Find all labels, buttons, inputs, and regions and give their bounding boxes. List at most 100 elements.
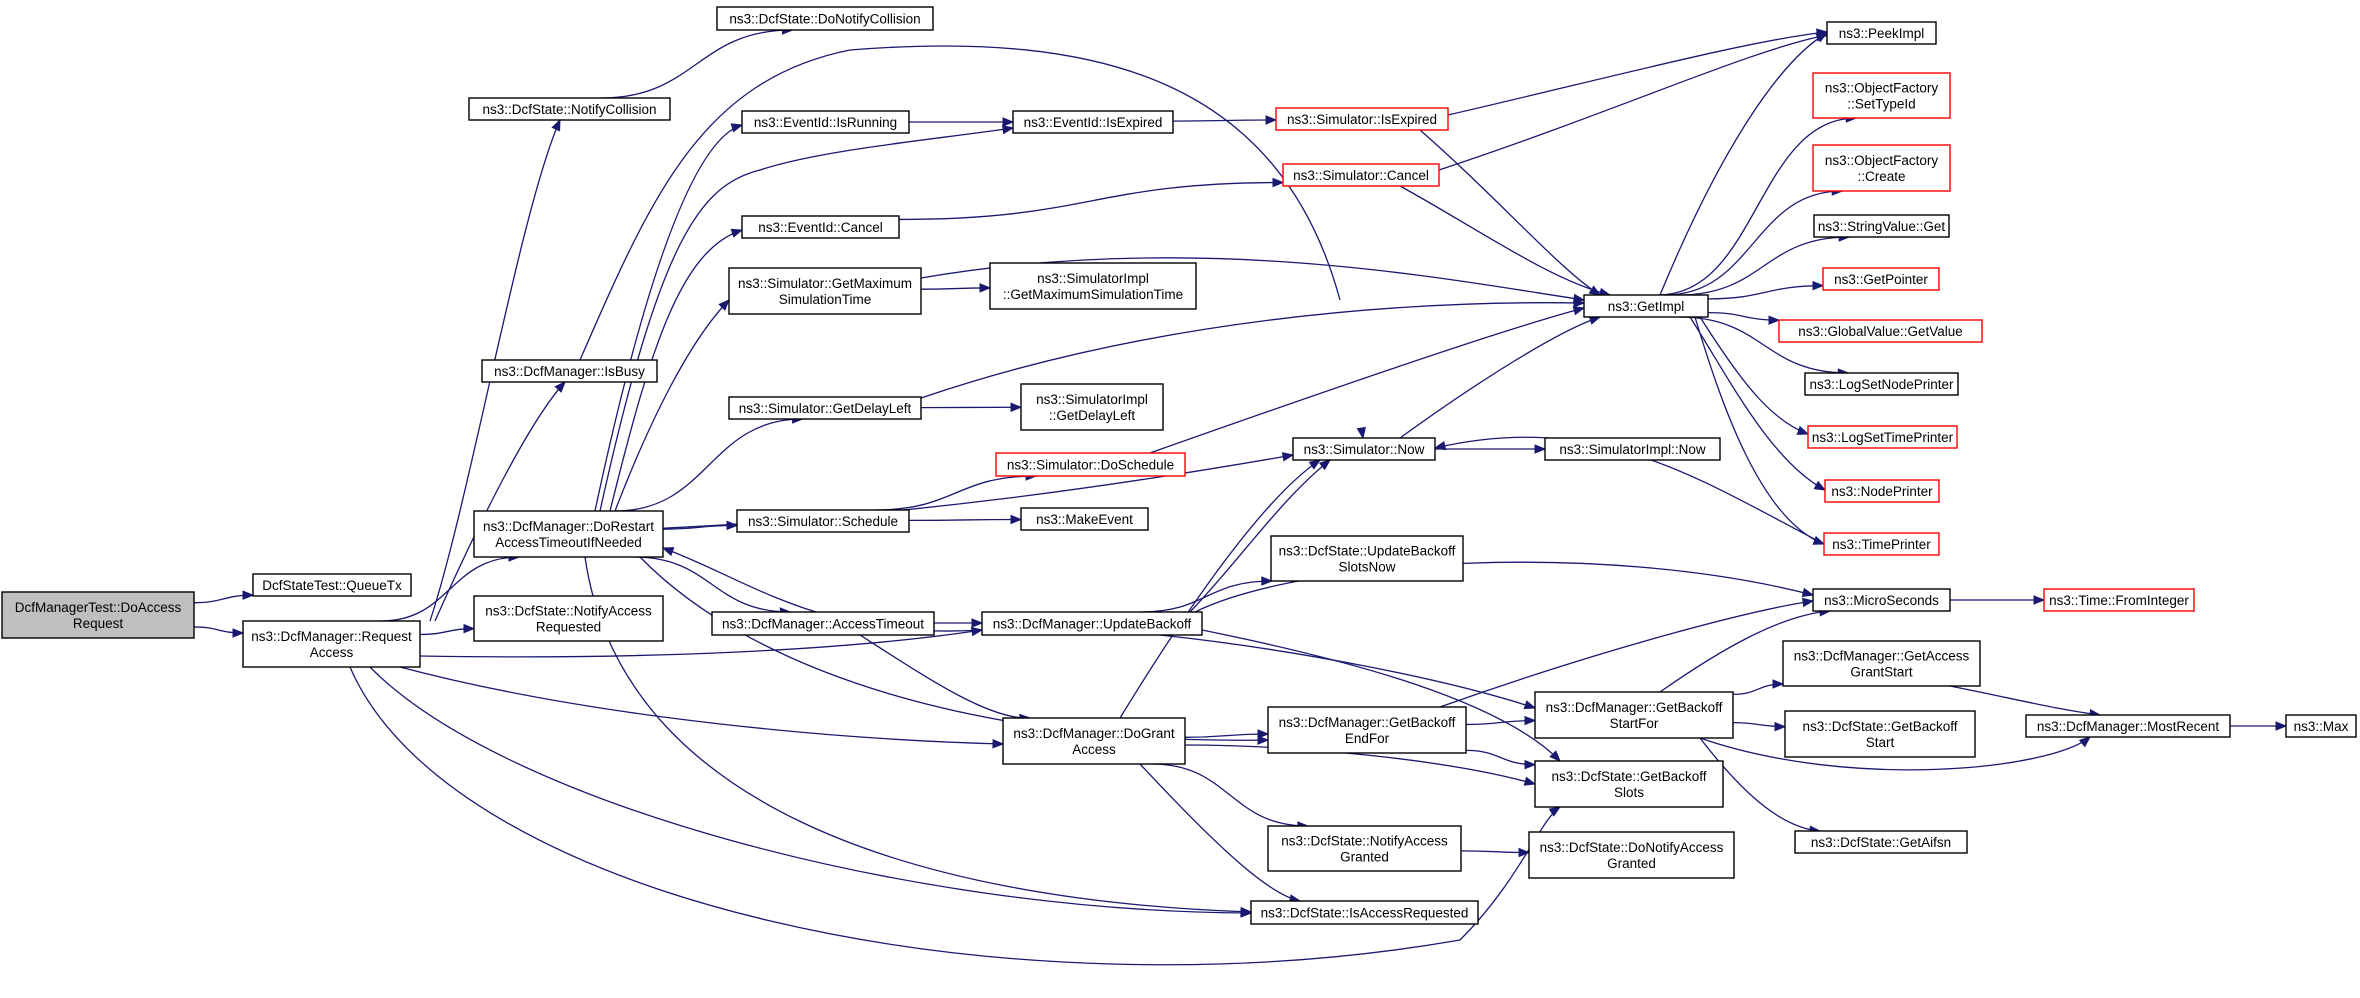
- node-box: [242, 620, 421, 668]
- node-isexpired[interactable]: ns3::EventId::IsExpired: [1012, 110, 1174, 134]
- edge-line: [1678, 236, 1850, 296]
- edge-line: [429, 119, 561, 622]
- node-getaifsn[interactable]: ns3::DcfState::GetAifsn: [1794, 830, 1968, 854]
- node-box: [1292, 437, 1436, 461]
- node-max[interactable]: ns3::Max: [2285, 714, 2357, 738]
- node-box: [1782, 640, 1981, 687]
- node-box: [1012, 110, 1174, 134]
- edge-line: [434, 381, 566, 622]
- edge-arrowhead: [1318, 459, 1332, 471]
- node-strget[interactable]: ns3::StringValue::Get: [1813, 214, 1950, 238]
- node-label: ::GetMaximumSimulationTime: [1003, 287, 1183, 302]
- node-label: ns3::Simulator::GetMaximum: [738, 276, 912, 291]
- node-fromint[interactable]: ns3::Time::FromInteger: [2043, 588, 2195, 612]
- node-logtime[interactable]: ns3::LogSetTimePrinter: [1807, 425, 1958, 449]
- edge-root-to-queuetx: [193, 590, 255, 604]
- edge-arrowhead: [1523, 776, 1537, 786]
- node-label: ns3::DcfManager::DoGrant: [1013, 726, 1175, 741]
- edge-acctimeout-to-dogrant: [859, 634, 1032, 724]
- node-microseconds[interactable]: ns3::MicroSeconds: [1812, 588, 1951, 612]
- node-label: ns3::DcfState::UpdateBackoff: [1279, 544, 1456, 559]
- edge-arrowhead: [1010, 402, 1023, 413]
- node-implnow[interactable]: ns3::SimulatorImpl::Now: [1544, 437, 1721, 461]
- node-label: ns3::Simulator::IsExpired: [1287, 112, 1437, 127]
- node-ofsettype[interactable]: ns3::ObjectFactory::SetTypeId: [1812, 72, 1951, 119]
- node-label: ns3::ObjectFactory: [1825, 81, 1939, 96]
- node-dorestart[interactable]: ns3::DcfManager::DoRestartAccessTimeoutI…: [473, 510, 664, 558]
- node-nodeprinter[interactable]: ns3::NodePrinter: [1824, 479, 1940, 503]
- node-isrunning[interactable]: ns3::EventId::IsRunning: [741, 110, 910, 134]
- node-implgetdelay[interactable]: ns3::SimulatorImpl::GetDelayLeft: [1020, 383, 1164, 431]
- node-now[interactable]: ns3::Simulator::Now: [1292, 437, 1436, 461]
- node-isaccreq[interactable]: ns3::DcfState::IsAccessRequested: [1250, 900, 1479, 925]
- node-box: [2285, 714, 2357, 738]
- node-queuetx[interactable]: DcfStateTest::QueueTx: [252, 573, 412, 597]
- edge-reqaccess-to-notifyaccreq: [419, 623, 476, 636]
- node-box: [1794, 830, 1968, 854]
- node-ofcreate[interactable]: ns3::ObjectFactory::Create: [1812, 144, 1951, 192]
- node-label: ns3::Time::FromInteger: [2049, 593, 2189, 608]
- node-gvgetvalue[interactable]: ns3::GlobalValue::GetValue: [1778, 319, 1983, 343]
- edge-arrowhead: [730, 228, 744, 238]
- node-lognode[interactable]: ns3::LogSetNodePrinter: [1804, 372, 1959, 396]
- edge-dogrant-to-notifyaccgr: [1151, 763, 1310, 831]
- edge-line: [1689, 316, 1826, 491]
- node-peekimpl[interactable]: ns3::PeekImpl: [1826, 21, 1937, 45]
- node-label: Access: [1072, 742, 1116, 757]
- node-getpointer[interactable]: ns3::GetPointer: [1822, 267, 1940, 291]
- node-notifycoll[interactable]: ns3::DcfState::NotifyCollision: [468, 97, 671, 121]
- node-cancel[interactable]: ns3::EventId::Cancel: [741, 215, 900, 239]
- edge-line: [584, 556, 1252, 913]
- node-acctimeout[interactable]: ns3::DcfManager::AccessTimeout: [711, 611, 935, 636]
- node-isbusy[interactable]: ns3::DcfManager::IsBusy: [481, 359, 658, 383]
- node-getmaxsim[interactable]: ns3::Simulator::GetMaximumSimulationTime: [728, 267, 922, 315]
- node-mostrecent[interactable]: ns3::DcfManager::MostRecent: [2025, 714, 2231, 738]
- node-updatebackoff[interactable]: ns3::DcfManager::UpdateBackoff: [981, 611, 1203, 636]
- edge-line: [599, 127, 1014, 512]
- edge-line: [1439, 600, 1814, 708]
- node-simcancel[interactable]: ns3::Simulator::Cancel: [1282, 163, 1440, 187]
- node-simisexpired[interactable]: ns3::Simulator::IsExpired: [1275, 107, 1449, 131]
- node-getimpl[interactable]: ns3::GetImpl: [1583, 294, 1709, 318]
- edge-updatebackoff-to-getbackoffslots: [1201, 629, 1561, 762]
- edge-line: [349, 666, 1561, 966]
- edge-arrowhead: [1772, 679, 1785, 689]
- edge-arrowhead: [242, 590, 255, 600]
- node-box: [1002, 717, 1186, 765]
- edge-getimpl-to-logtime: [1699, 316, 1810, 435]
- node-label: ns3::Max: [2294, 719, 2349, 734]
- edge-arrowhead: [1433, 441, 1447, 451]
- node-getdelayleft[interactable]: ns3::Simulator::GetDelayLeft: [728, 396, 922, 420]
- edge-line: [600, 29, 793, 99]
- node-implgetmax[interactable]: ns3::SimulatorImpl::GetMaximumSimulation…: [989, 262, 1197, 310]
- edge-dorestart-to-now: [619, 452, 1295, 531]
- node-box: [736, 509, 910, 533]
- node-label: ns3::DcfState::DoNotifyCollision: [729, 12, 920, 27]
- edge-reqaccess-to-isbusy: [434, 381, 566, 622]
- edge-dorestart-to-getmaxsim: [614, 299, 730, 512]
- edge-simisexpired-to-peekimpl: [1447, 28, 1829, 116]
- node-donotifycoll[interactable]: ns3::DcfState::DoNotifyCollision: [716, 6, 934, 31]
- node-doschedule[interactable]: ns3::Simulator::DoSchedule: [995, 452, 1186, 477]
- edge-line: [1184, 733, 1269, 738]
- edge-line: [1201, 629, 1561, 762]
- node-schedule[interactable]: ns3::Simulator::Schedule: [736, 509, 910, 533]
- node-makeevent[interactable]: ns3::MakeEvent: [1020, 507, 1149, 531]
- edge-getbackoffstart-to-getaccgrstart: [1732, 679, 1785, 696]
- node-label: ns3::DcfManager::GetBackoff: [1546, 700, 1723, 715]
- edge-notifyaccgr-to-donotifyaccgr: [1460, 847, 1531, 858]
- edge-line: [1399, 185, 1611, 296]
- node-timeprinter[interactable]: ns3::TimePrinter: [1823, 532, 1940, 556]
